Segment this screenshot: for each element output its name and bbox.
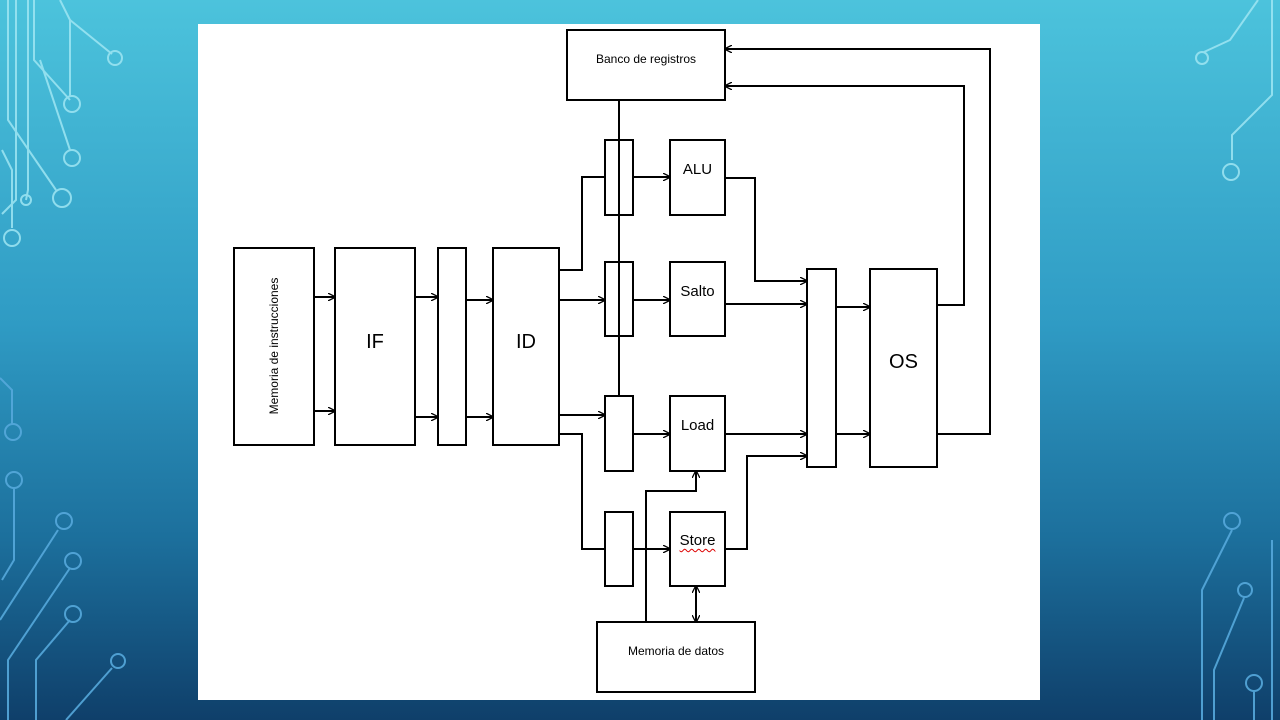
writeback-os-bottom — [725, 49, 991, 435]
arrow-id-alu — [559, 176, 605, 271]
arrow-datamem-load — [645, 471, 696, 622]
if-label: IF — [366, 331, 384, 353]
data-mem-label: Memoria de datos — [627, 644, 725, 658]
store-label: Store — [670, 532, 725, 550]
arrow-alu-exreg — [725, 177, 807, 281]
reg-bank-label: Banco de registros — [595, 52, 697, 66]
arrow-store-exreg — [725, 456, 807, 550]
instr-mem-label: Memoria de instrucciones — [267, 277, 281, 415]
load-label: Load — [680, 417, 715, 434]
id-block — [492, 247, 560, 446]
ex-os-register — [806, 268, 837, 468]
store-label-text: Store — [679, 532, 716, 549]
load-register — [604, 395, 634, 472]
diagram-panel: Memoria de instrucciones IF ID Banco de … — [198, 24, 1040, 700]
arrow-id-store — [559, 433, 605, 550]
os-label: OS — [889, 351, 918, 373]
reg-bank-block — [566, 29, 726, 101]
id-label: ID — [516, 331, 536, 353]
store-register — [604, 511, 634, 587]
if-block — [334, 247, 416, 446]
pipeline-diagram — [233, 29, 991, 693]
instr-mem-block — [233, 247, 315, 446]
data-mem-block — [596, 621, 756, 693]
salto-label: Salto — [680, 283, 715, 300]
alu-label: ALU — [682, 161, 713, 178]
writeback-os-top — [725, 86, 965, 306]
os-block — [869, 268, 938, 468]
if-id-register — [437, 247, 467, 446]
